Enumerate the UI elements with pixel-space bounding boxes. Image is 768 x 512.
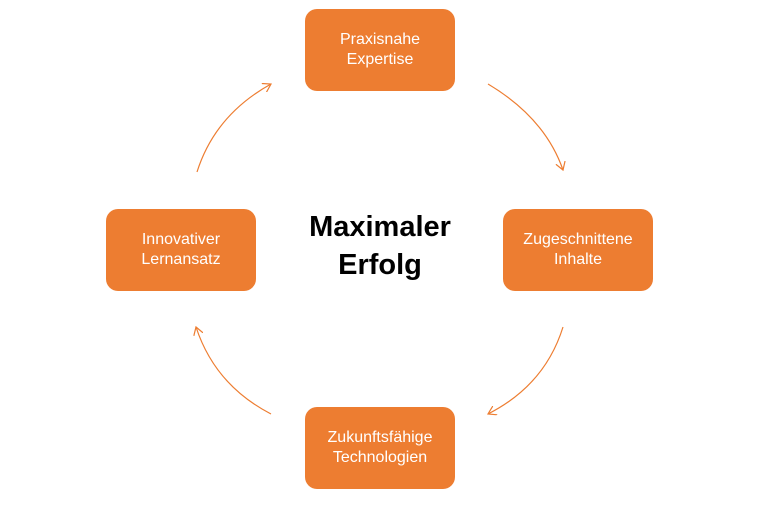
node-praxisnahe-expertise: Praxisnahe Expertise [305,9,455,91]
node-label-top: Praxisnahe Expertise [339,31,421,68]
arrow-bottom-to-left [196,327,272,415]
center-title: Maximaler Erfolg [309,211,451,281]
arrow-right-to-bottom [488,326,564,414]
node-innovativer-lernansatz: Innovativer Lernansatz [106,209,256,291]
arrow-top-to-right [487,83,563,170]
node-label-bottom: Zukunftsfähige Technologien [327,429,433,466]
node-zugeschnittene-inhalte: Zugeschnittene Inhalte [503,209,653,291]
node-label-right: Zugeschnittene Inhalte [523,231,633,268]
arrow-left-to-top [196,84,271,173]
node-label-left: Innovativer Lernansatz [141,231,221,268]
node-zukunftsfaehige-technologien: Zukunftsfähige Technologien [305,407,455,489]
